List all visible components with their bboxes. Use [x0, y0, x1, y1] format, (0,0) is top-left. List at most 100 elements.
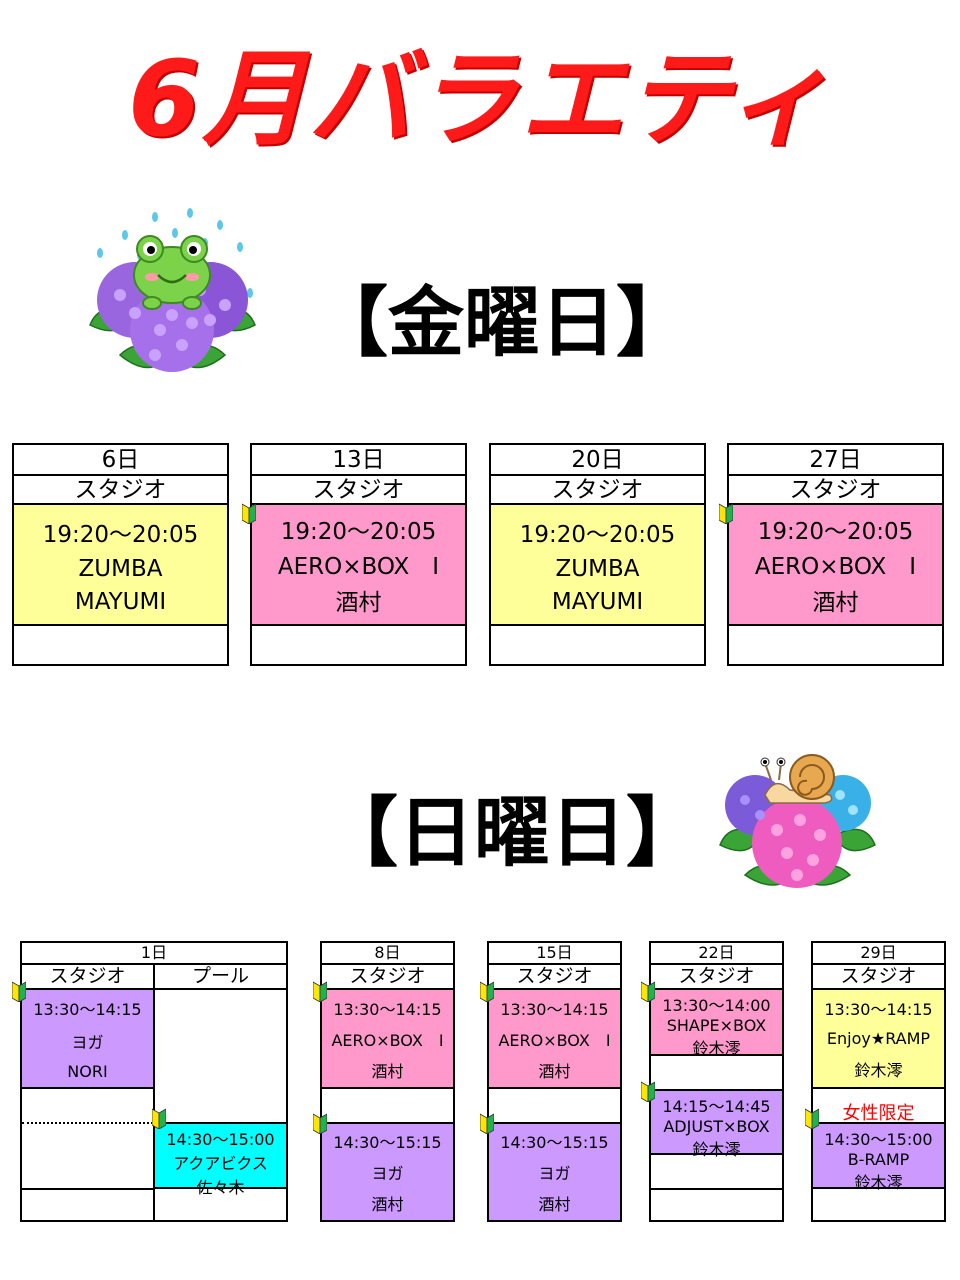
session-instructor: 鈴木澪	[854, 1060, 903, 1080]
table-date: 29日	[813, 943, 944, 965]
women-only-note: 女性限定	[842, 1103, 915, 1124]
session-program: ADJUST×BOX	[663, 1117, 770, 1136]
session-program: AERO×BOX Ⅰ	[754, 554, 917, 581]
session-block: 13:30～14:15 Enjoy★RAMP 鈴木澪	[813, 990, 944, 1089]
session-program: ヨガ	[371, 1163, 404, 1183]
empty-row	[14, 626, 227, 665]
table-studio-header: スタジオ	[22, 965, 155, 990]
session-block: 13:30～14:00 SHAPE×BOX 鈴木澪	[651, 990, 782, 1058]
empty-row	[491, 626, 704, 665]
session-time: 19:20～20:05	[42, 521, 199, 548]
column-divider	[153, 990, 155, 1220]
session-program: アクアビクス	[173, 1154, 268, 1173]
beginner-mark-icon	[12, 981, 26, 1002]
friday-table-6: 6日 スタジオ 19:20～20:05 ZUMBA MAYUMI	[12, 443, 229, 666]
session-time: 14:30～15:00	[824, 1130, 933, 1149]
session-instructor: 酒村	[812, 590, 859, 617]
session-time: 14:30～15:15	[500, 1133, 609, 1153]
beginner-mark-icon	[641, 1081, 655, 1102]
session-program: ヨガ	[71, 1032, 104, 1052]
session-instructor: 酒村	[371, 1061, 404, 1081]
session-block: 14:30～15:00 B-RAMP 鈴木澪	[813, 1122, 944, 1192]
session-program: AERO×BOX Ⅰ	[331, 1030, 444, 1050]
session-program: ZUMBA	[78, 555, 163, 582]
friday-table-20: 20日 スタジオ 19:20～20:05 ZUMBA MAYUMI	[489, 443, 706, 666]
session-time: 14:30～15:00	[166, 1130, 275, 1149]
session-block: 13:30～14:15 AERO×BOX Ⅰ 酒村	[489, 990, 620, 1089]
empty-row	[729, 626, 942, 665]
session-instructor: NORI	[67, 1061, 108, 1081]
session-time: 19:20～20:05	[757, 518, 914, 545]
session-program: SHAPE×BOX	[666, 1016, 767, 1035]
table-date: 22日	[651, 943, 782, 965]
table-date: 6日	[14, 445, 227, 476]
table-studio-header: スタジオ	[322, 965, 453, 990]
table-date: 13日	[252, 445, 465, 476]
table-studio-header: スタジオ	[813, 965, 944, 990]
friday-heading-text: 金曜日	[388, 278, 616, 367]
session-instructor: 酒村	[371, 1194, 404, 1214]
sunday-heading: 【日曜日】	[322, 795, 702, 871]
beginner-mark-icon	[480, 1113, 494, 1134]
session-instructor: 鈴木澪	[692, 1140, 741, 1159]
session-time: 14:30～15:15	[333, 1133, 442, 1153]
table-date: 20日	[491, 445, 704, 476]
beginner-mark-icon	[313, 981, 327, 1002]
right-bracket: 】	[626, 788, 702, 877]
session-block: 19:20～20:05 AERO×BOX Ⅰ 酒村	[252, 505, 465, 626]
dotted-divider	[22, 1122, 153, 1124]
friday-heading: 【金曜日】	[312, 285, 692, 361]
session-time: 13:30～14:15	[500, 999, 609, 1019]
session-instructor: 鈴木澪	[854, 1173, 903, 1192]
table-studio-header: スタジオ	[651, 965, 782, 990]
left-bracket: 【	[312, 278, 388, 367]
table-date: 1日	[22, 943, 286, 965]
table-pool-header: プール	[155, 965, 286, 990]
right-bracket: 】	[616, 278, 692, 367]
session-block: 13:30～14:15 ヨガ NORI	[22, 990, 153, 1089]
beginner-mark-icon	[152, 1108, 166, 1129]
friday-table-13: 13日 スタジオ 19:20～20:05 AERO×BOX Ⅰ 酒村	[250, 443, 467, 666]
row-divider	[22, 1188, 153, 1190]
session-time: 14:15～14:45	[662, 1097, 771, 1116]
sunday-table-8: 8日 スタジオ 13:30～14:15 AERO×BOX Ⅰ 酒村 14:30～…	[320, 941, 455, 1222]
session-time: 13:30～14:15	[333, 999, 442, 1019]
session-block: 19:20～20:05 ZUMBA MAYUMI	[491, 505, 704, 626]
session-program: AERO×BOX Ⅰ	[277, 554, 440, 581]
sunday-table-22: 22日 スタジオ 13:30～14:00 SHAPE×BOX 鈴木澪 14:15…	[649, 941, 784, 1222]
table-studio-header: スタジオ	[491, 476, 704, 505]
sunday-heading-text: 日曜日	[398, 788, 626, 877]
session-block: 14:30～15:00 アクアビクス 佐々木	[155, 1122, 286, 1197]
page-title: 6月バラエティ	[127, 38, 833, 160]
session-block: 19:20～20:05 ZUMBA MAYUMI	[14, 505, 227, 626]
session-program: B-RAMP	[847, 1150, 910, 1169]
beginner-mark-icon	[719, 503, 733, 524]
session-instructor: 酒村	[538, 1194, 571, 1214]
session-instructor: MAYUMI	[551, 588, 644, 615]
session-instructor: 酒村	[538, 1061, 571, 1081]
session-time: 13:30～14:15	[824, 1000, 933, 1020]
row-divider	[651, 1188, 782, 1190]
session-instructor: 酒村	[335, 590, 382, 617]
session-instructor: 鈴木澪	[692, 1039, 741, 1058]
session-instructor: MAYUMI	[74, 588, 167, 615]
session-program: AERO×BOX Ⅰ	[498, 1030, 611, 1050]
beginner-mark-icon	[805, 1108, 819, 1129]
friday-table-27: 27日 スタジオ 19:20～20:05 AERO×BOX Ⅰ 酒村	[727, 443, 944, 666]
session-block: 19:20～20:05 AERO×BOX Ⅰ 酒村	[729, 505, 942, 626]
beginner-mark-icon	[313, 1113, 327, 1134]
beginner-mark-icon	[480, 981, 494, 1002]
session-time: 13:30～14:00	[662, 996, 771, 1015]
table-studio-header: スタジオ	[252, 476, 465, 505]
sunday-table-29: 29日 スタジオ 13:30～14:15 Enjoy★RAMP 鈴木澪 女性限定…	[811, 941, 946, 1222]
snail-hydrangea-illustration	[719, 754, 876, 888]
table-studio-header: スタジオ	[729, 476, 942, 505]
session-instructor: 佐々木	[196, 1178, 245, 1197]
sunday-table-1: 1日 スタジオ プール 13:30～14:15 ヨガ NORI 14:30～15…	[20, 941, 288, 1222]
beginner-mark-icon	[641, 981, 655, 1002]
session-program: ZUMBA	[555, 555, 640, 582]
sunday-table-15: 15日 スタジオ 13:30～14:15 AERO×BOX Ⅰ 酒村 14:30…	[487, 941, 622, 1222]
table-studio-header: スタジオ	[489, 965, 620, 990]
beginner-mark-icon	[242, 503, 256, 524]
session-program: Enjoy★RAMP	[826, 1028, 931, 1048]
